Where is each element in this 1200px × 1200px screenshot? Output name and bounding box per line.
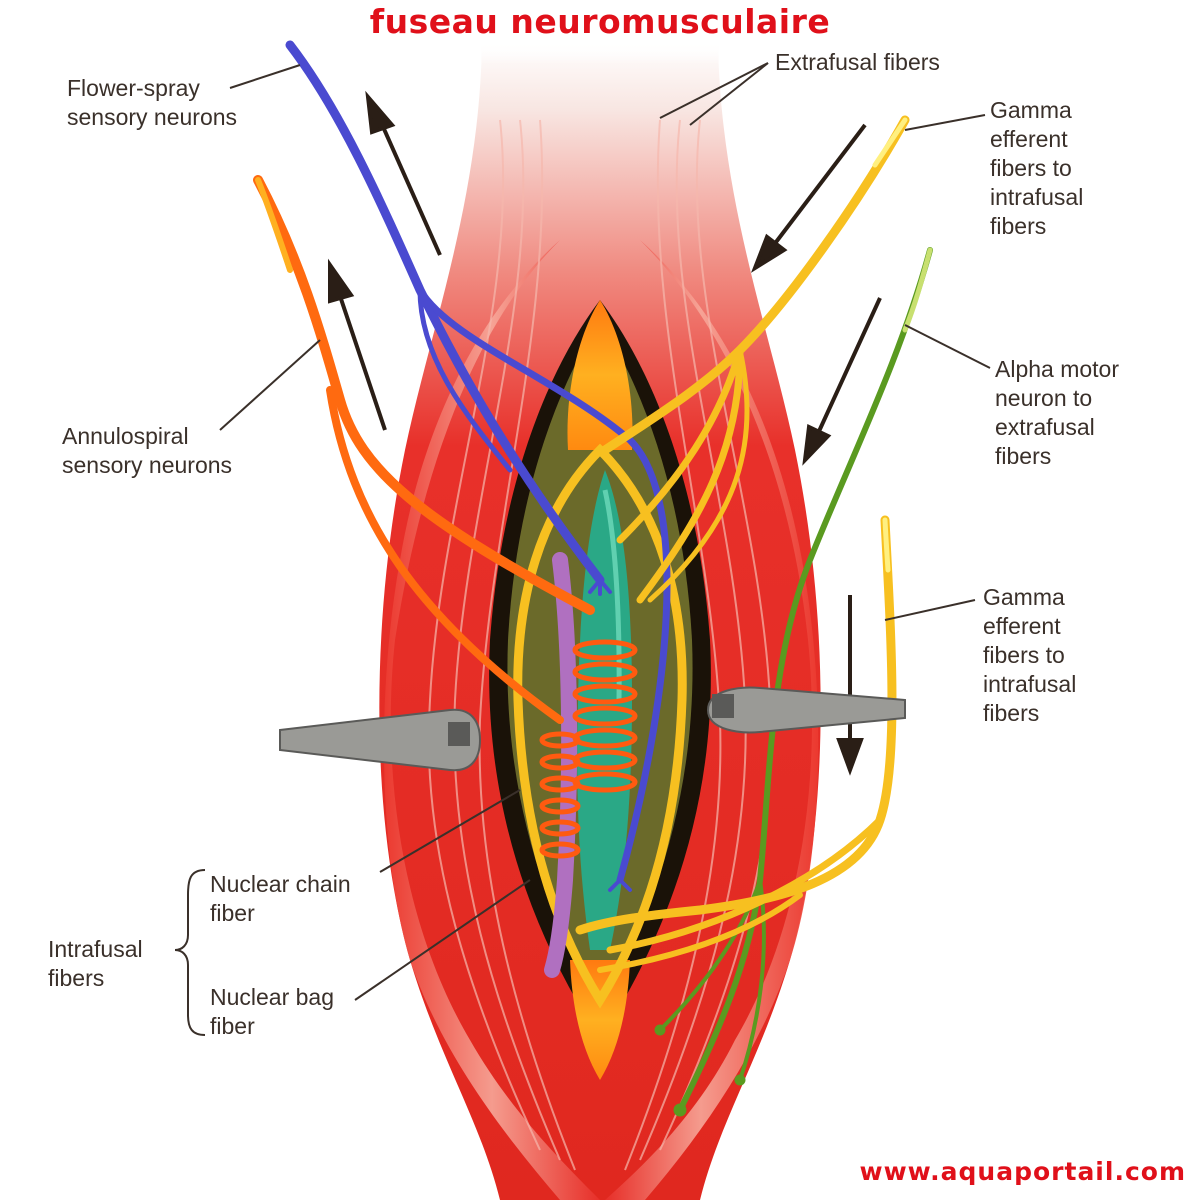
flower-spray-sensory-neurons [285, 40, 671, 892]
page-title: fuseau neuromusculaire [369, 2, 831, 41]
label-alpha-motor-neuron: Alpha motor neuron to extrafusal fibers [995, 356, 1120, 469]
gamma-efferent-fibers-bottom [575, 515, 897, 973]
label-gamma-efferent-bottom: Gamma efferent fibers to intrafusal fibe… [983, 584, 1077, 726]
annulospiral-coils [539, 639, 638, 859]
leader-lines [174, 62, 991, 1036]
label-nuclear-chain-fiber: Nuclear chain fiber [210, 871, 351, 926]
label-intrafusal-fibers: Intrafusal fibers [48, 936, 143, 991]
right-clamp [706, 686, 906, 734]
left-clamp [279, 708, 482, 772]
label-annulospiral-sensory-neurons: Annulospiral sensory neurons [62, 423, 233, 478]
label-flower-spray-sensory-neurons: Flower-spray sensory neurons [67, 75, 238, 130]
direction-arrows [328, 90, 882, 776]
label-gamma-efferent-top: Gamma efferent fibers to intrafusal fibe… [990, 97, 1084, 239]
annulospiral-sensory-neurons [253, 175, 595, 724]
watermark: www.aquaportail.com [859, 1157, 1186, 1186]
label-extrafusal-fibers: Extrafusal fibers [775, 49, 940, 75]
label-nuclear-bag-fiber: Nuclear bag fiber [210, 984, 335, 1039]
gamma-efferent-fibers-top [600, 115, 910, 604]
